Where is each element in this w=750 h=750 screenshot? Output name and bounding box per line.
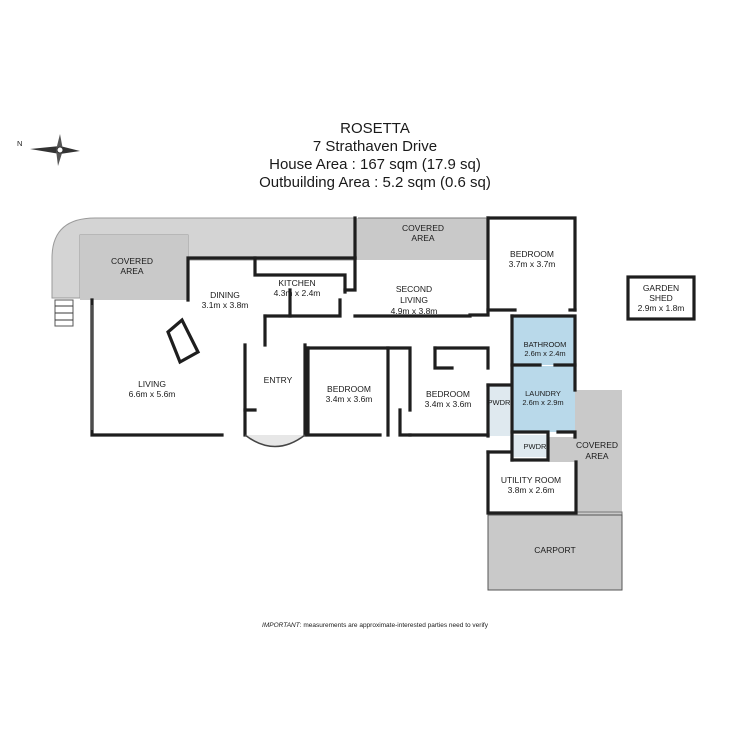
important-text: : measurements are approximate-intereste… bbox=[300, 622, 489, 629]
svg-text:BATHROOM: BATHROOM bbox=[524, 340, 567, 349]
svg-text:COVERED: COVERED bbox=[576, 440, 618, 450]
svg-text:LAUNDRY: LAUNDRY bbox=[525, 389, 561, 398]
house-area: House Area : 167 sqm (17.9 sq) bbox=[269, 156, 481, 173]
room-labels: COVERED AREA COVERED AREA COVERED AREA K… bbox=[111, 223, 684, 555]
entry-label: ENTRY bbox=[264, 375, 293, 385]
svg-text:SECOND: SECOND bbox=[396, 284, 432, 294]
svg-text:AREA: AREA bbox=[585, 451, 608, 461]
svg-text:4.9m x 3.8m: 4.9m x 3.8m bbox=[391, 306, 438, 316]
utility-room-label: UTILITY ROOM 3.8m x 2.6m bbox=[501, 475, 561, 495]
svg-text:3.1m x 3.8m: 3.1m x 3.8m bbox=[202, 300, 249, 310]
laundry-label: LAUNDRY 2.6m x 2.9m bbox=[522, 389, 563, 407]
svg-text:2.6m x 2.4m: 2.6m x 2.4m bbox=[524, 349, 565, 358]
svg-text:LIVING: LIVING bbox=[138, 379, 166, 389]
living-label: LIVING 6.6m x 5.6m bbox=[129, 379, 176, 399]
second-living-label: SECOND LIVING 4.9m x 3.8m bbox=[391, 284, 438, 316]
covered-area-right: COVERED AREA bbox=[576, 440, 618, 461]
compass-north-label: N bbox=[17, 139, 22, 148]
bedroom-3-label: BEDROOM 3.4m x 3.6m bbox=[425, 389, 472, 409]
svg-text:KITCHEN: KITCHEN bbox=[278, 278, 315, 288]
svg-text:4.3m x 2.4m: 4.3m x 2.4m bbox=[274, 288, 321, 298]
covered-area-left: COVERED AREA bbox=[111, 256, 153, 276]
svg-text:COVERED: COVERED bbox=[402, 223, 444, 233]
svg-text:AREA: AREA bbox=[120, 266, 143, 276]
svg-text:DINING: DINING bbox=[210, 290, 240, 300]
compass-rose-icon: N bbox=[17, 134, 80, 166]
svg-text:3.8m x 2.6m: 3.8m x 2.6m bbox=[508, 485, 555, 495]
kitchen-label: KITCHEN 4.3m x 2.4m bbox=[274, 278, 321, 298]
svg-text:AREA: AREA bbox=[411, 233, 434, 243]
svg-text:UTILITY ROOM: UTILITY ROOM bbox=[501, 475, 561, 485]
svg-text:3.7m x 3.7m: 3.7m x 3.7m bbox=[509, 259, 556, 269]
dining-label: DINING 3.1m x 3.8m bbox=[202, 290, 249, 310]
outbuilding-area: Outbuilding Area : 5.2 sqm (0.6 sq) bbox=[259, 174, 491, 191]
bathroom-label: BATHROOM 2.6m x 2.4m bbox=[524, 340, 567, 358]
carport-label: CARPORT bbox=[534, 545, 575, 555]
bedroom-main-label: BEDROOM 3.7m x 3.7m bbox=[509, 249, 556, 269]
property-address: 7 Strathaven Drive bbox=[313, 138, 437, 155]
bedroom-2-label: BEDROOM 3.4m x 3.6m bbox=[326, 384, 373, 404]
entry-steps bbox=[54, 299, 74, 327]
covered-area-top: COVERED AREA bbox=[402, 223, 444, 243]
svg-text:6.6m x 5.6m: 6.6m x 5.6m bbox=[129, 389, 176, 399]
svg-text:3.4m x 3.6m: 3.4m x 3.6m bbox=[425, 399, 472, 409]
walls bbox=[90, 216, 696, 591]
svg-text:BEDROOM: BEDROOM bbox=[327, 384, 371, 394]
garden-shed-label: GARDEN SHED 2.9m x 1.8m bbox=[638, 283, 685, 313]
svg-text:COVERED: COVERED bbox=[111, 256, 153, 266]
svg-text:GARDEN: GARDEN bbox=[643, 283, 679, 293]
svg-text:BEDROOM: BEDROOM bbox=[426, 389, 470, 399]
svg-text:LIVING: LIVING bbox=[400, 295, 428, 305]
important-note: IMPORTANT: measurements are approximate-… bbox=[262, 622, 489, 629]
svg-text:SHED: SHED bbox=[649, 293, 673, 303]
important-label: IMPORTANT bbox=[262, 622, 301, 629]
svg-text:BEDROOM: BEDROOM bbox=[510, 249, 554, 259]
pwdr-2-label: PWDR bbox=[524, 442, 547, 451]
property-name: ROSETTA bbox=[340, 120, 410, 137]
svg-text:3.4m x 3.6m: 3.4m x 3.6m bbox=[326, 394, 373, 404]
wet-areas bbox=[488, 316, 575, 457]
pwdr-1-label: PWDR bbox=[488, 398, 511, 407]
svg-text:2.6m x 2.9m: 2.6m x 2.9m bbox=[522, 398, 563, 407]
svg-text:2.9m x 1.8m: 2.9m x 1.8m bbox=[638, 303, 685, 313]
